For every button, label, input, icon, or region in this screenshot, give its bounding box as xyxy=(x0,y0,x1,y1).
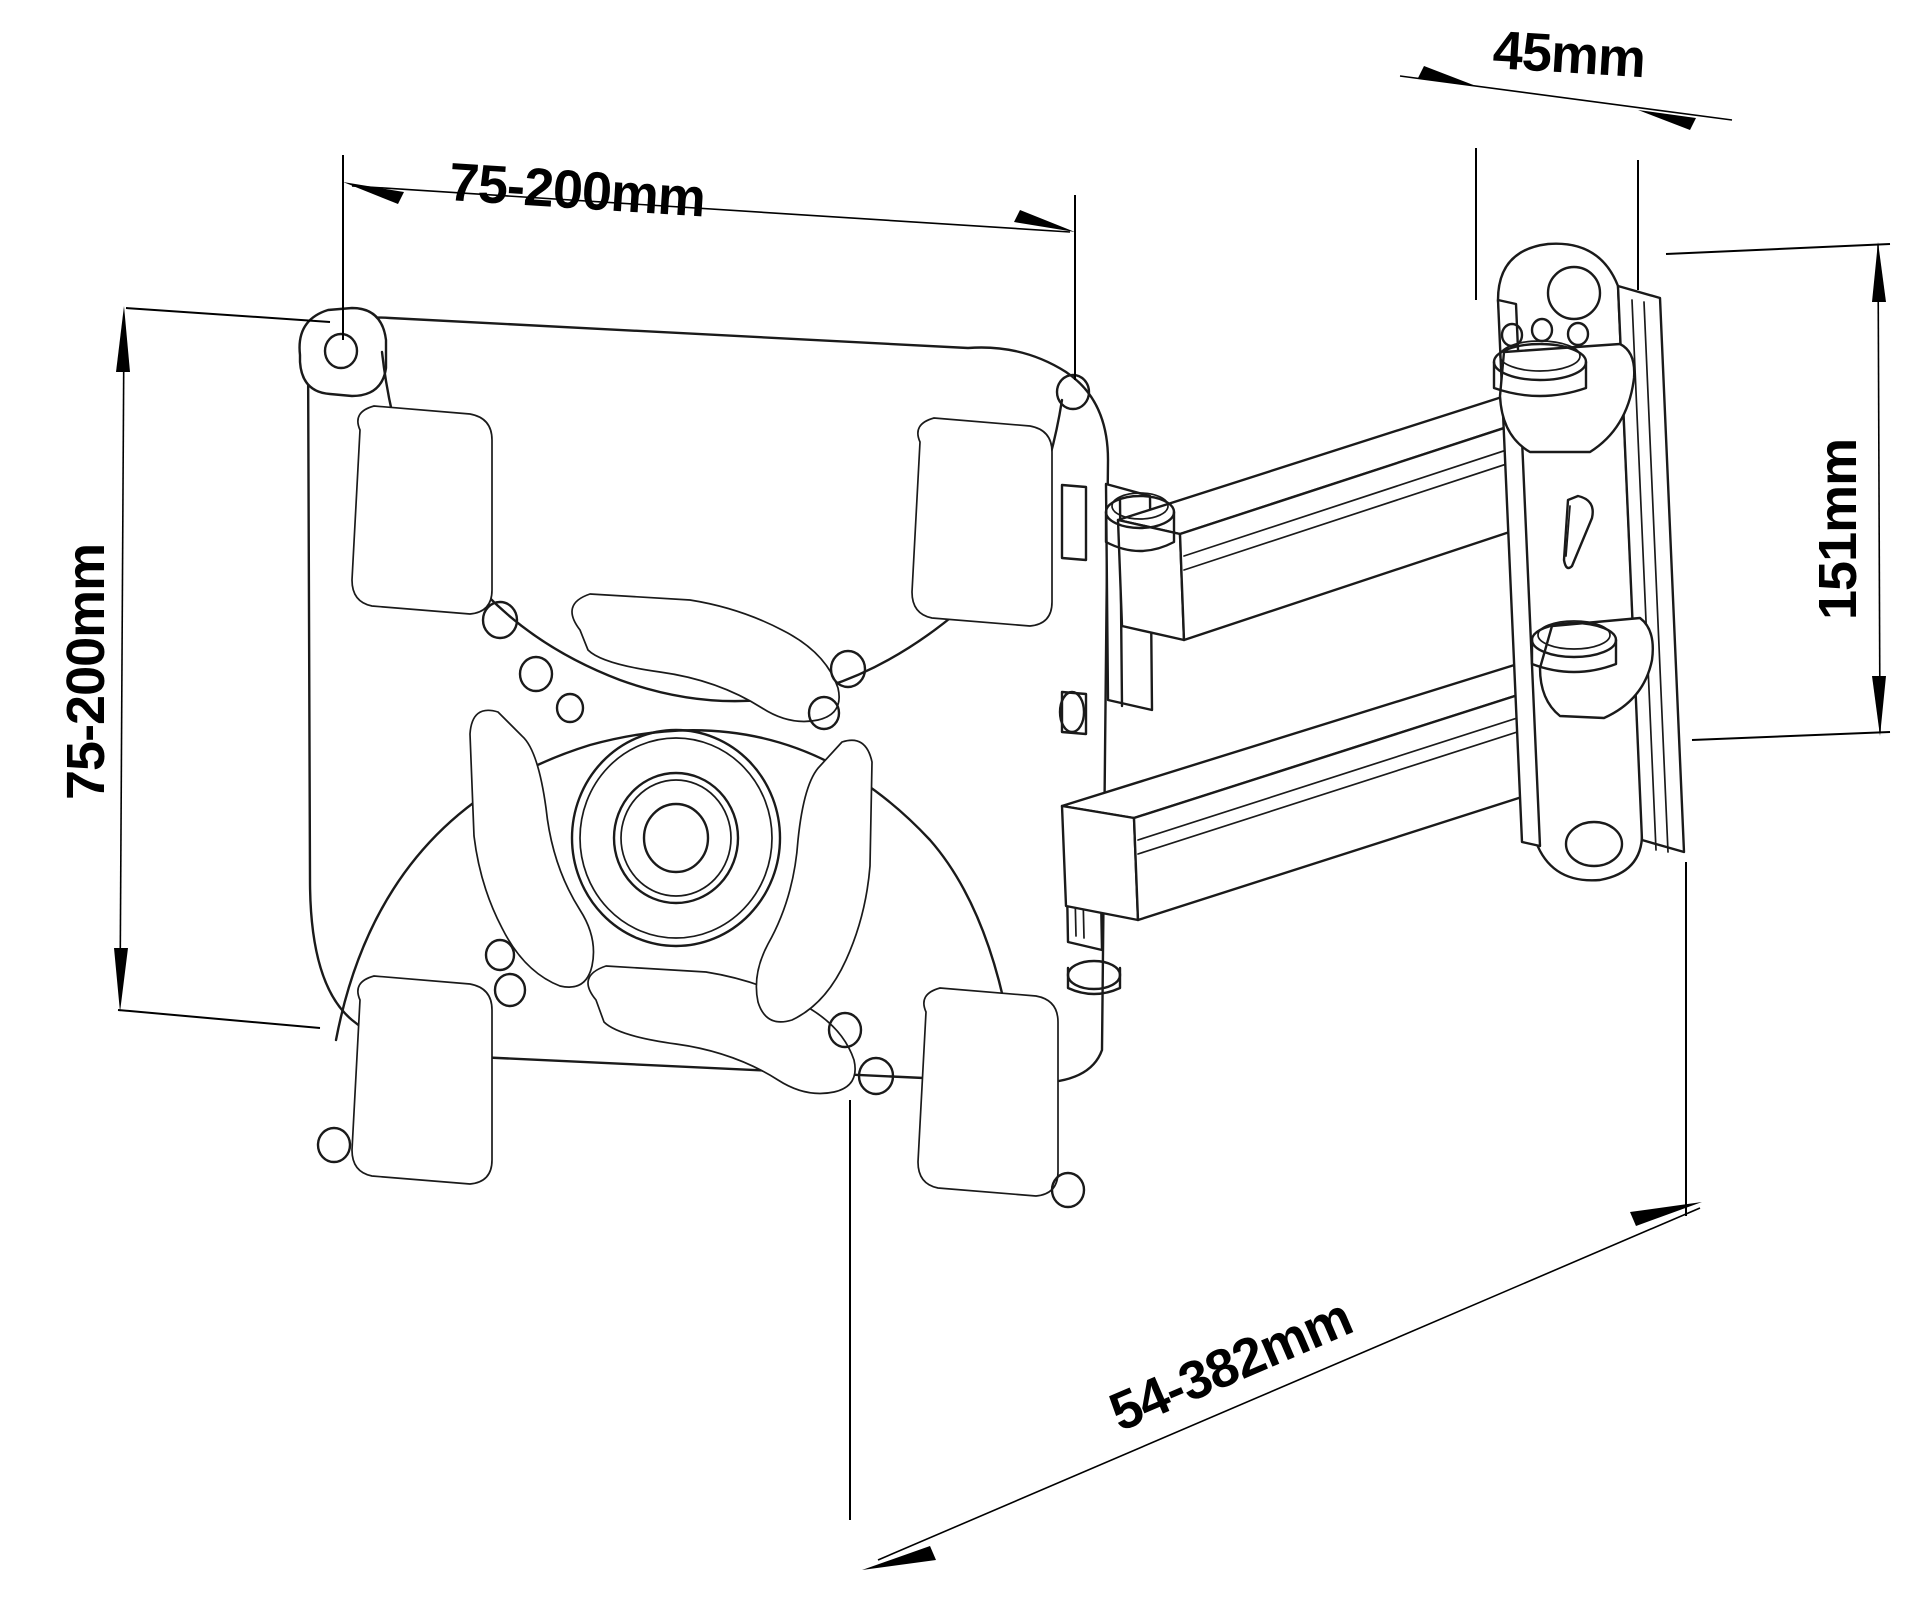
vesa-height-dimension-label: 75-200mm xyxy=(56,544,116,800)
lower-pivot-joint xyxy=(1530,616,1654,720)
vesa-height-dimension: 75-200mm xyxy=(56,306,331,1029)
vesa-mounting-plate xyxy=(298,306,1110,1209)
vesa-hole-bottom-right xyxy=(1050,1171,1086,1209)
lower-articulating-arm xyxy=(1060,660,1602,922)
center-pivot-hub xyxy=(570,728,782,948)
upper-pivot-joint xyxy=(1492,317,1636,454)
vesa-hole-bottom-left xyxy=(316,1126,352,1164)
wall-mounting-plate xyxy=(1492,242,1686,882)
wall-plate-height-dimension: 151mm xyxy=(1665,242,1891,741)
vesa-hole-top-right xyxy=(1055,373,1091,411)
wall-plate-depth-dimension-label: 45mm xyxy=(1491,20,1646,89)
arm-plate-pivot xyxy=(1104,492,1176,553)
wall-plate-depth-dimension: 45mm xyxy=(1399,20,1733,300)
wall-plate-hole-bottom xyxy=(1564,820,1624,868)
wall-plate-height-dimension-label: 151mm xyxy=(1808,439,1868,620)
vesa-hole-top-left xyxy=(323,332,359,370)
wall-plate-hole-top xyxy=(1546,265,1602,321)
